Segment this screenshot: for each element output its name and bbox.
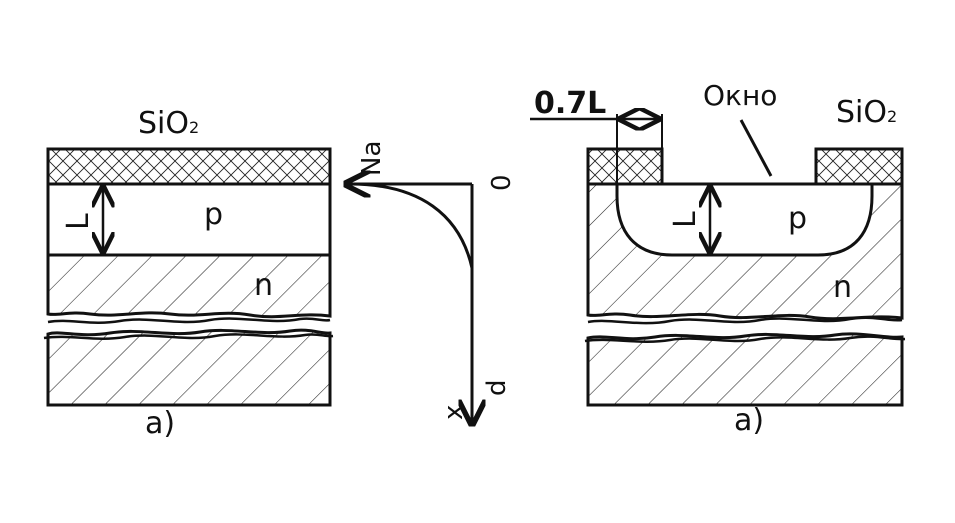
concentration-profile: Na 0 d x xyxy=(346,141,517,424)
left-p-label: p xyxy=(204,197,223,232)
left-thickness-label: L xyxy=(61,213,96,230)
left-n-layer-upper xyxy=(46,253,332,319)
right-oxide-right xyxy=(814,147,904,186)
left-n-label: n xyxy=(254,268,273,303)
left-oxide-label: SiO2 xyxy=(138,106,199,141)
right-caption: a) xyxy=(734,403,764,438)
profile-curve xyxy=(349,182,474,269)
right-oxide-label: SiO2 xyxy=(836,95,897,130)
x-label: x xyxy=(439,405,469,420)
left-n-layer-lower xyxy=(46,328,332,407)
origin-label: 0 xyxy=(487,174,517,191)
right-n-layer-lower xyxy=(586,332,904,407)
right-oxide-left xyxy=(586,147,664,186)
offset-label: 0.7L xyxy=(534,86,606,121)
right-p-region xyxy=(615,182,874,257)
window-label: Окно xyxy=(703,79,777,112)
window-leader xyxy=(739,119,773,177)
left-structure: L SiO2 p n a) xyxy=(43,106,334,441)
right-structure: 0.7L Окно SiO2 L p n a) xyxy=(530,79,906,438)
right-break-line xyxy=(587,316,903,325)
concentration-label: Na xyxy=(357,141,387,176)
depth-label: d xyxy=(482,379,512,396)
left-oxide-layer xyxy=(46,147,332,186)
left-break-line xyxy=(47,317,331,324)
right-thickness-label: L xyxy=(668,211,703,228)
left-break-line-2 xyxy=(43,333,334,340)
right-n-label: n xyxy=(833,270,852,305)
left-caption: a) xyxy=(145,406,175,441)
right-break-line-2 xyxy=(584,335,906,343)
right-p-label: p xyxy=(788,201,807,236)
